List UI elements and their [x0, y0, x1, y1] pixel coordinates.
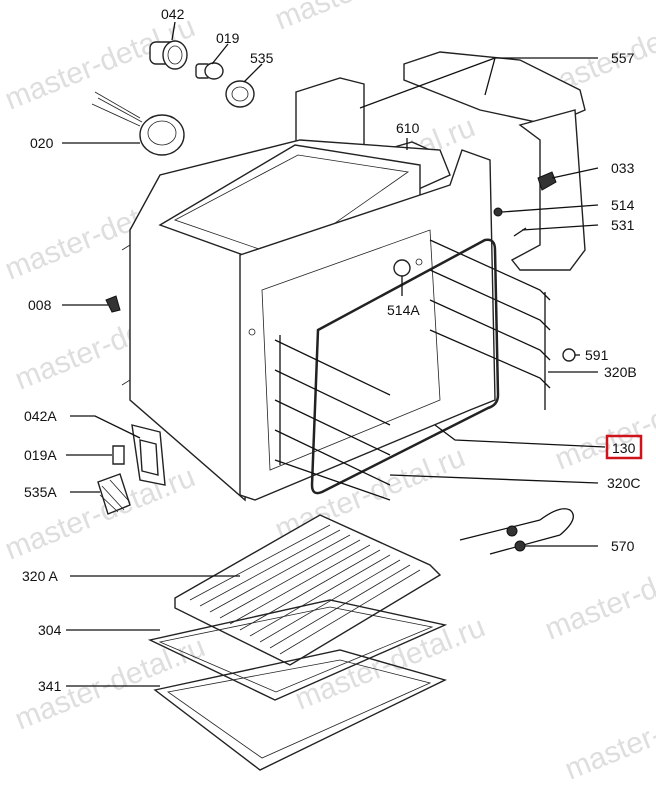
label-130[interactable]: 130 [612, 440, 636, 456]
label-531: 531 [611, 217, 635, 233]
label-008: 008 [28, 297, 52, 313]
label-042: 042 [161, 6, 185, 22]
part-labels: 042 019 535 557 020 610 033 514 531 008 … [22, 6, 643, 694]
label-514A: 514A [387, 302, 420, 318]
lamp-glass-535A [97, 473, 131, 515]
nut-514 [493, 207, 503, 217]
door-seal-130 [310, 238, 500, 495]
bulb-019A [112, 445, 125, 465]
watermark: master-detal.ru [550, 370, 656, 476]
label-019: 019 [216, 30, 240, 46]
door-frame-341 [153, 649, 447, 771]
lamp-housing-042A [131, 424, 166, 486]
label-535A: 535A [24, 484, 57, 500]
watermark: master-detal.ru [0, 460, 199, 566]
lamp-bulb-019 [195, 62, 224, 80]
label-320C: 320C [607, 475, 640, 491]
watermark: master-detal.ru [540, 540, 656, 646]
wire-shelf-320A [174, 514, 442, 666]
oven-cavity [121, 139, 496, 502]
label-610: 610 [396, 120, 420, 136]
lamp-cover-535 [225, 80, 255, 108]
side-rack-320B [429, 239, 551, 410]
screw-531 [513, 227, 527, 237]
label-042A: 042A [24, 408, 57, 424]
label-320B: 320B [604, 364, 637, 380]
label-591: 591 [585, 347, 609, 363]
side-rack-320C [274, 335, 391, 501]
label-033: 033 [611, 160, 635, 176]
label-020: 020 [30, 135, 54, 151]
label-535: 535 [250, 50, 274, 66]
label-320A: 320 A [22, 568, 58, 584]
watermark: master-detal.ru [270, 0, 469, 36]
fan-motor-020 [91, 91, 185, 156]
label-341: 341 [38, 678, 62, 694]
watermark: master-detal.ru [560, 680, 656, 786]
lamp-holder-042 [149, 40, 188, 70]
leader-lines [62, 21, 606, 687]
label-557: 557 [611, 50, 635, 66]
label-514: 514 [611, 197, 635, 213]
washer-591 [562, 348, 576, 362]
label-304: 304 [38, 622, 62, 638]
label-570: 570 [611, 538, 635, 554]
label-019A: 019A [24, 447, 57, 463]
switch-033 [537, 171, 557, 191]
meat-probe-570 [459, 508, 574, 555]
highlight-box [605, 434, 643, 460]
bracket-008 [105, 295, 121, 313]
